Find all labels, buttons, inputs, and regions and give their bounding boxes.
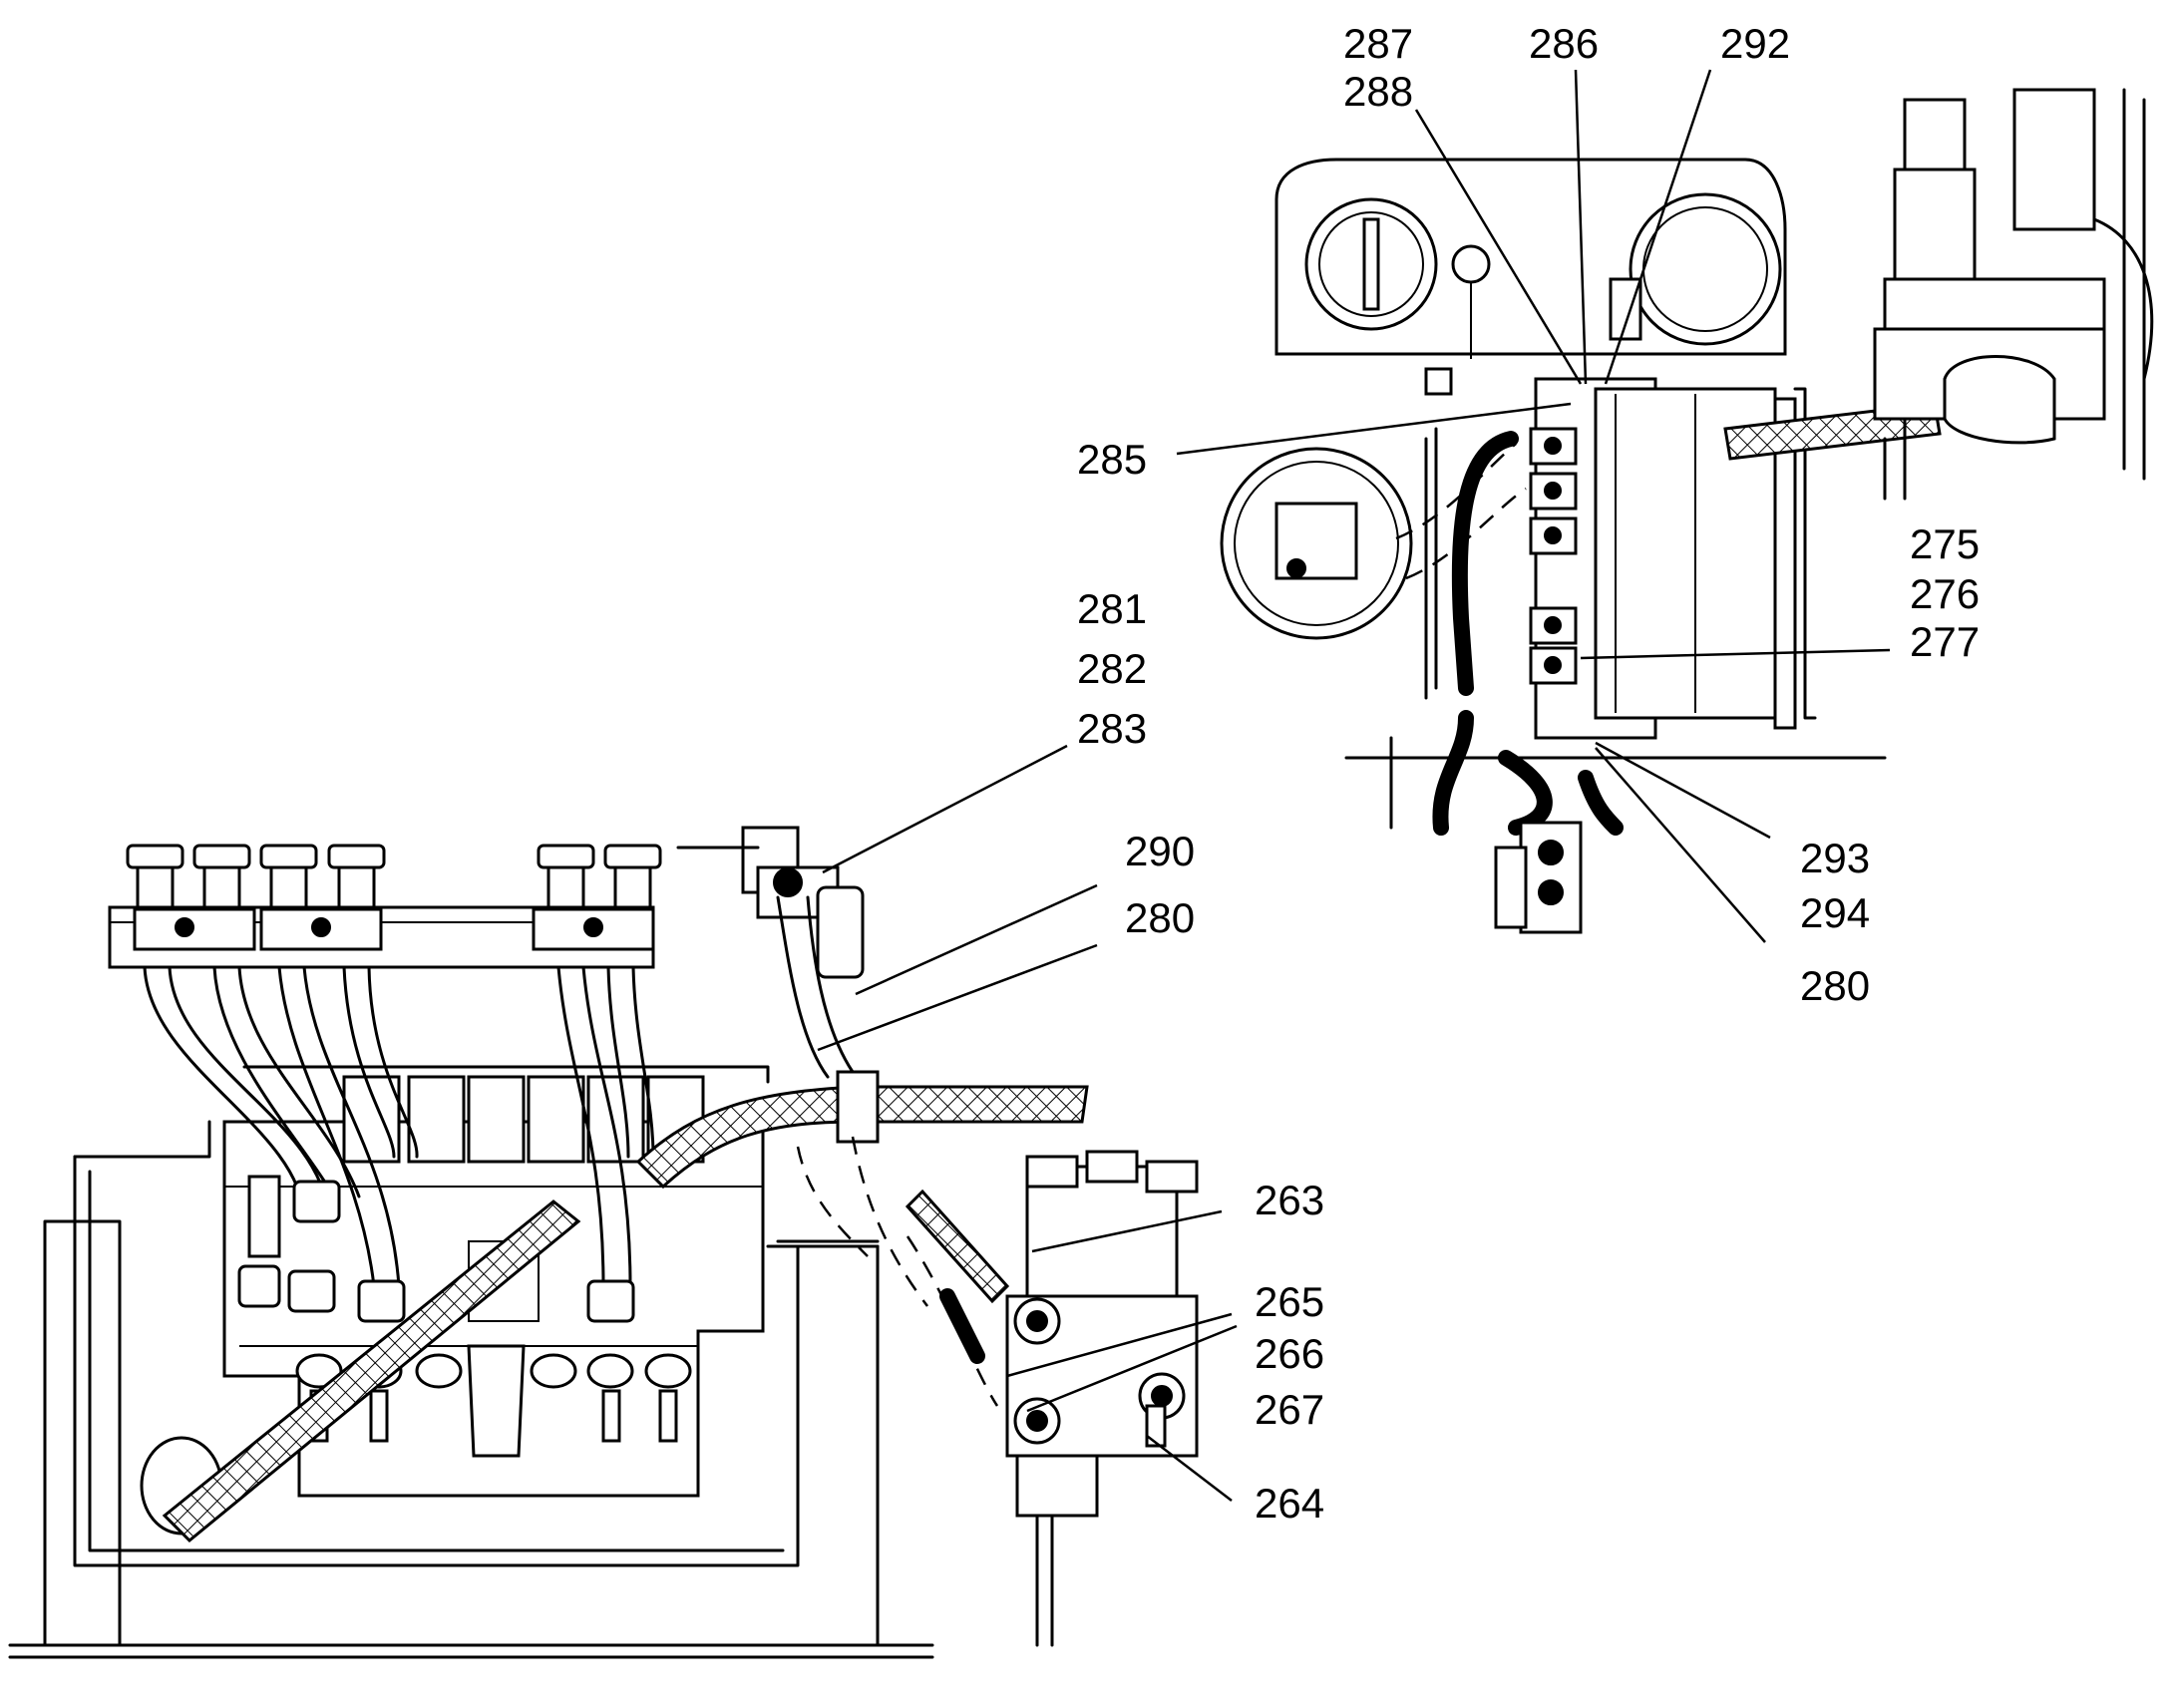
callout-293: 293 bbox=[1800, 835, 1870, 881]
main-tank-assembly bbox=[8, 826, 1089, 1659]
upper-right-assembly bbox=[1220, 88, 2154, 934]
dashed-route-left bbox=[851, 1136, 929, 1307]
callout-283: 283 bbox=[1077, 705, 1147, 752]
callout-264: 264 bbox=[1255, 1480, 1324, 1527]
callout-labels: 287 288 286 292 285 275 276 277 281 282 … bbox=[1077, 20, 1980, 1527]
valve-stack bbox=[1529, 427, 1578, 685]
callout-294: 294 bbox=[1800, 889, 1870, 936]
callout-285: 285 bbox=[1077, 436, 1147, 483]
callout-263: 263 bbox=[1255, 1177, 1324, 1223]
filler-caps bbox=[126, 844, 662, 909]
braided-hose-diagonal bbox=[162, 1199, 581, 1543]
callout-266: 266 bbox=[1255, 1330, 1324, 1377]
callout-281: 281 bbox=[1077, 585, 1147, 632]
callout-290: 290 bbox=[1125, 828, 1195, 874]
callout-276: 276 bbox=[1910, 570, 1980, 617]
callout-288: 288 bbox=[1343, 68, 1413, 115]
pipe-fittings bbox=[237, 1175, 635, 1323]
braided-hose-horizontal bbox=[635, 1085, 1089, 1190]
callout-277: 277 bbox=[1910, 618, 1980, 665]
pipes bbox=[143, 965, 655, 1288]
callout-275: 275 bbox=[1910, 520, 1980, 567]
callout-267: 267 bbox=[1255, 1386, 1324, 1433]
callout-292: 292 bbox=[1720, 20, 1790, 67]
callout-287: 287 bbox=[1343, 20, 1413, 67]
callout-280-left: 280 bbox=[1125, 894, 1195, 941]
leader-lines bbox=[817, 69, 1891, 1502]
callout-286: 286 bbox=[1529, 20, 1599, 67]
callout-280-right: 280 bbox=[1800, 962, 1870, 1009]
callout-282: 282 bbox=[1077, 645, 1147, 692]
callout-265: 265 bbox=[1255, 1278, 1324, 1325]
